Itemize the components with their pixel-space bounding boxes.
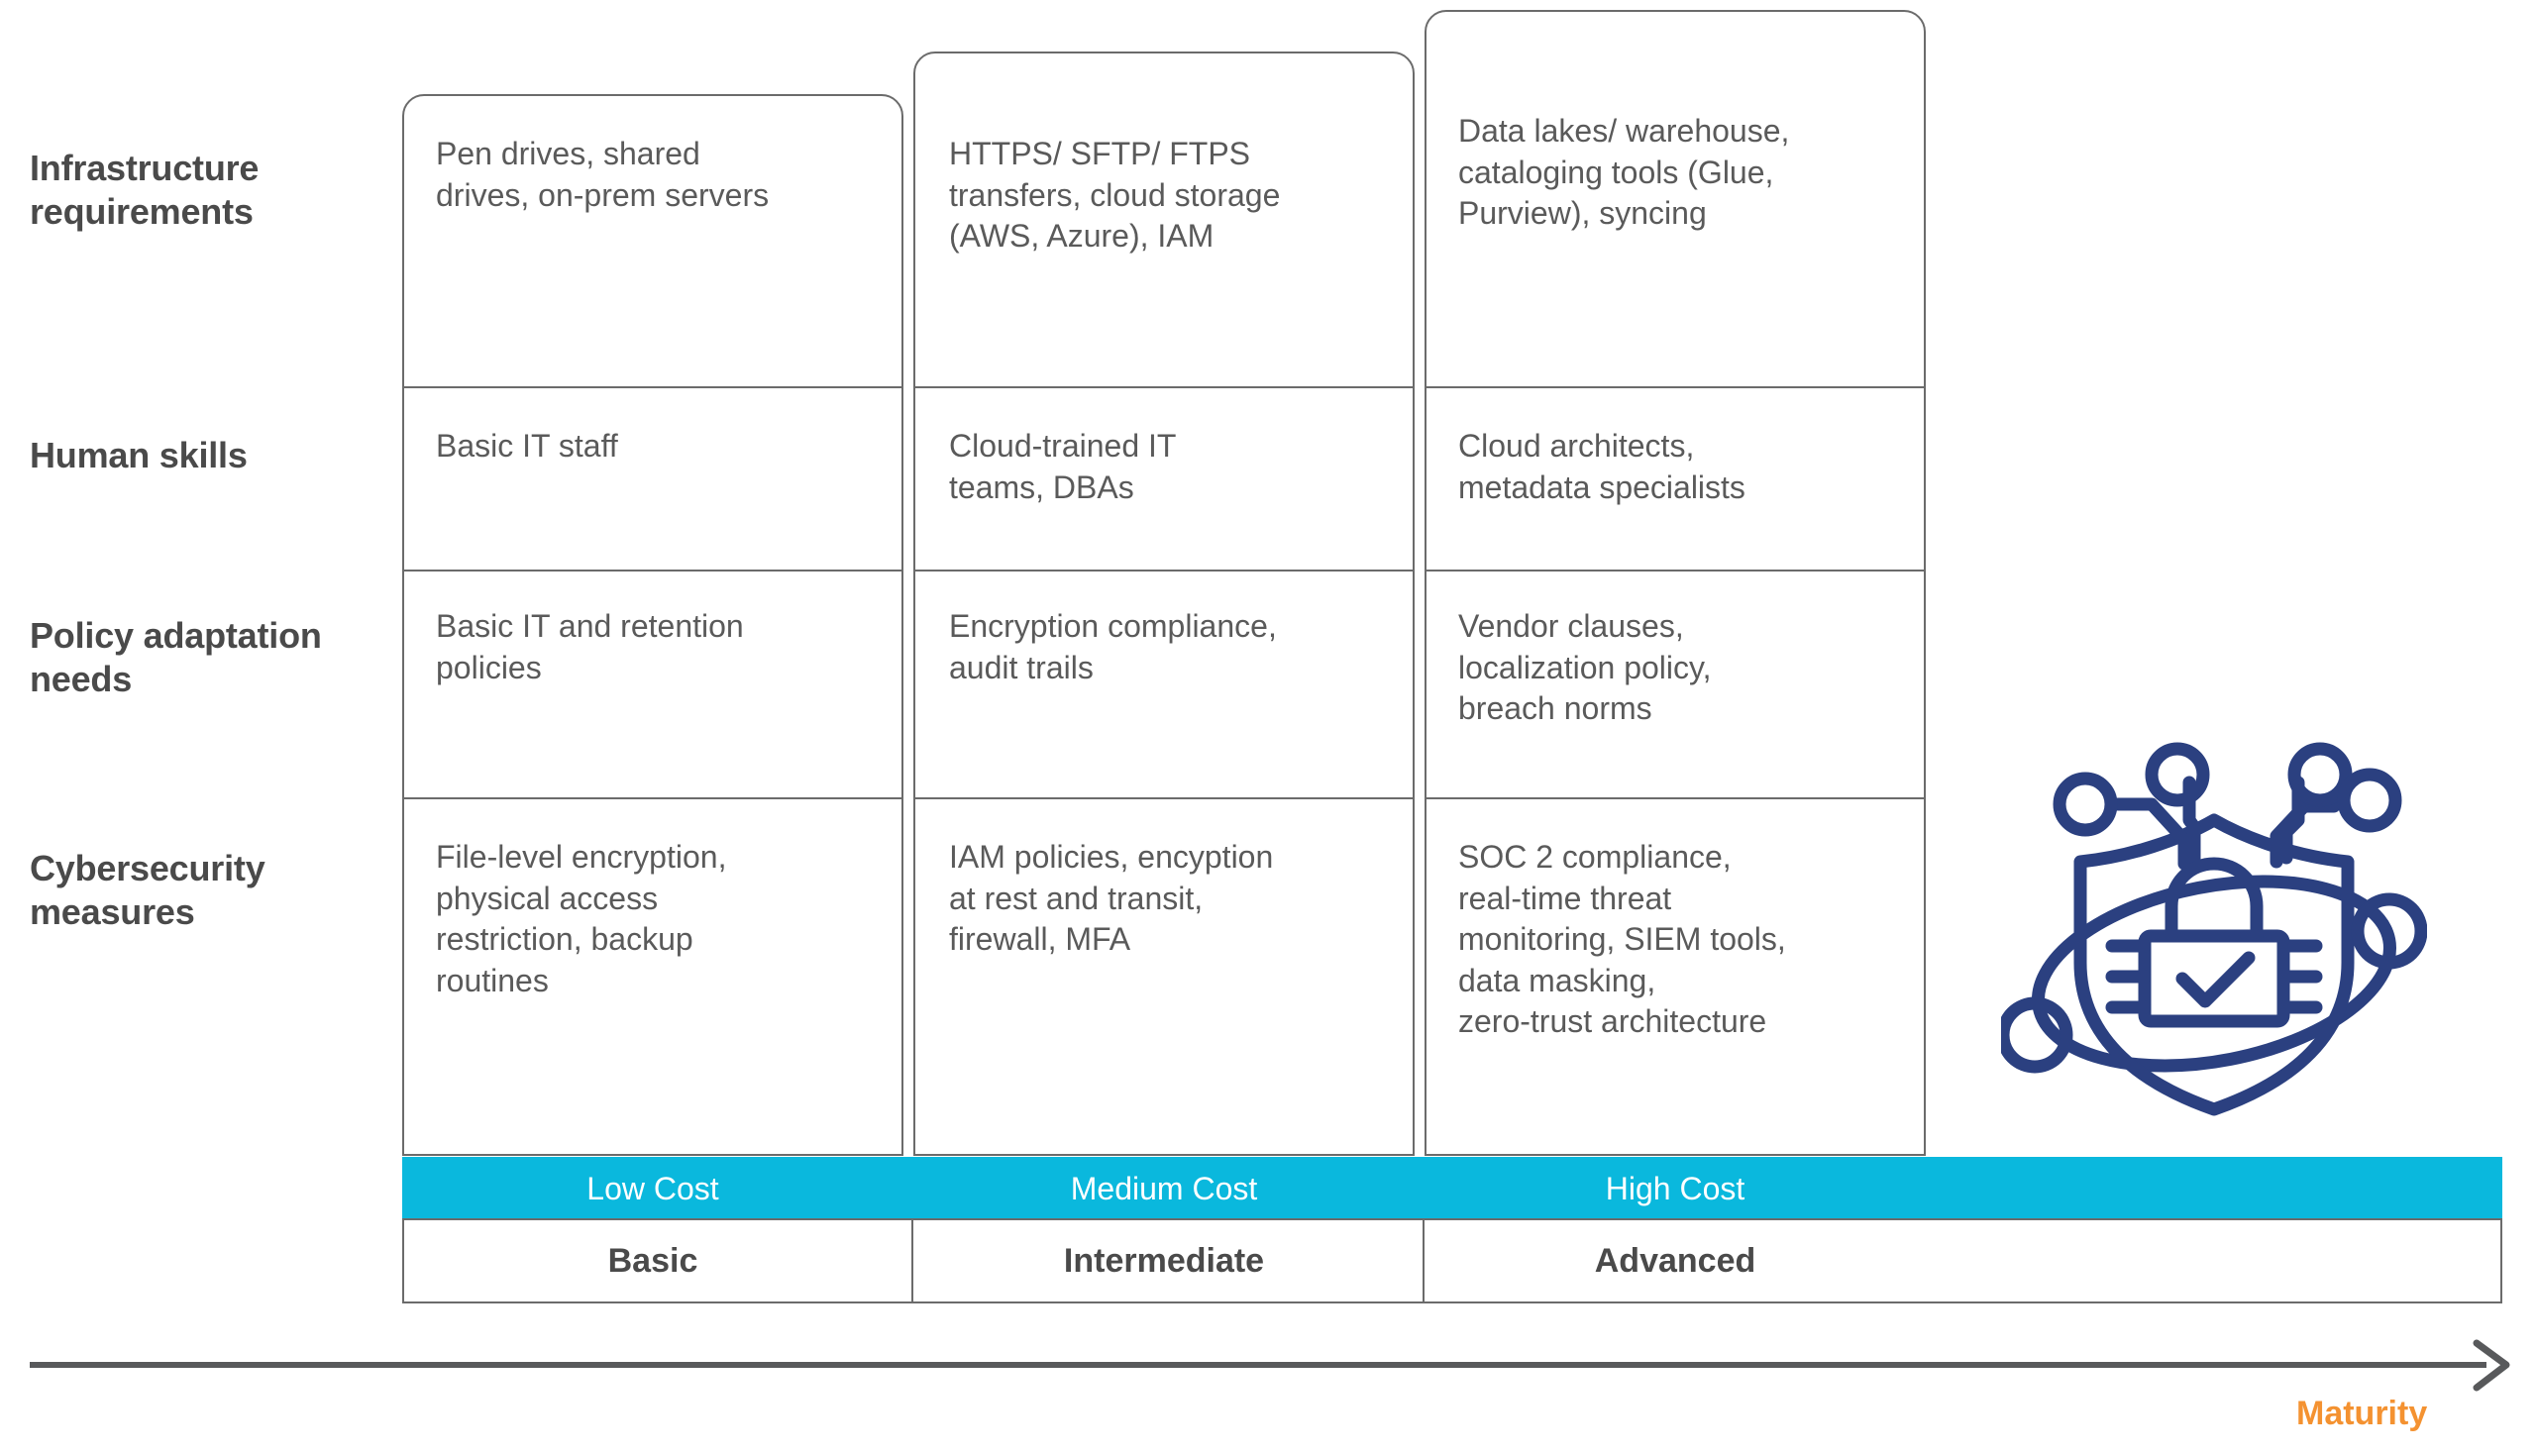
column-card-basic <box>402 94 903 1156</box>
cell-text-basic-policy: Basic IT and retention policies <box>436 608 744 685</box>
cell-text-advanced-infrastructure: Data lakes/ warehouse, cataloging tools … <box>1458 113 1790 232</box>
column-card-intermediate <box>913 52 1415 1156</box>
cell-text-basic-infrastructure: Pen drives, shared drives, on-prem serve… <box>436 136 770 213</box>
cost-label-high: High Cost <box>1605 1171 1745 1206</box>
cybersecurity-shield-lock-icon <box>1996 733 2428 1119</box>
maturity-axis-arrow-icon <box>2465 1335 2526 1397</box>
cell-basic-policy <box>402 797 903 799</box>
level-divider-2 <box>1423 1218 1425 1303</box>
cell-basic-human-skills <box>402 570 903 572</box>
cost-band <box>402 1157 2502 1218</box>
cell-advanced-policy <box>1425 797 1926 799</box>
level-label-advanced: Advanced <box>1594 1242 1756 1280</box>
cell-intermediate-human-skills <box>913 570 1415 572</box>
row-label-human-skills: Human skills <box>30 435 248 475</box>
cell-text-intermediate-policy: Encryption compliance, audit trails <box>949 608 1277 685</box>
level-label-intermediate: Intermediate <box>1063 1242 1265 1280</box>
cell-basic-infrastructure <box>402 386 903 388</box>
cell-text-intermediate-human-skills: Cloud-trained IT teams, DBAs <box>949 428 1177 505</box>
cell-text-advanced-policy: Vendor clauses, localization policy, bre… <box>1458 608 1712 727</box>
row-label-infrastructure-requirements: Infrastructure requirements <box>30 148 260 232</box>
level-label-basic: Basic <box>607 1242 698 1280</box>
cell-text-advanced-cybersecurity: SOC 2 compliance, real-time threat monit… <box>1458 839 1786 1040</box>
cell-advanced-human-skills <box>1425 570 1926 572</box>
cell-text-intermediate-cybersecurity: IAM policies, encyption at rest and tran… <box>949 839 1274 958</box>
cell-text-basic-cybersecurity: File-level encryption, physical access r… <box>436 839 727 998</box>
column-card-advanced <box>1425 10 1926 1156</box>
maturity-axis-line <box>30 1362 2486 1368</box>
cell-intermediate-infrastructure <box>913 386 1415 388</box>
row-label-policy-adaptation-needs: Policy adaptation needs <box>30 615 322 699</box>
cost-label-low: Low Cost <box>586 1171 719 1206</box>
cell-text-intermediate-infrastructure: HTTPS/ SFTP/ FTPS transfers, cloud stora… <box>949 136 1281 255</box>
cell-advanced-infrastructure <box>1425 386 1926 388</box>
maturity-axis-label: Maturity <box>2296 1395 2428 1432</box>
row-label-cybersecurity-measures: Cybersecurity measures <box>30 848 265 932</box>
cell-text-advanced-human-skills: Cloud architects, metadata specialists <box>1458 428 1745 505</box>
cost-label-medium: Medium Cost <box>1070 1171 1258 1206</box>
level-band <box>402 1218 2502 1303</box>
cell-text-basic-human-skills: Basic IT staff <box>436 428 618 464</box>
cell-intermediate-policy <box>913 797 1415 799</box>
level-divider-1 <box>911 1218 913 1303</box>
